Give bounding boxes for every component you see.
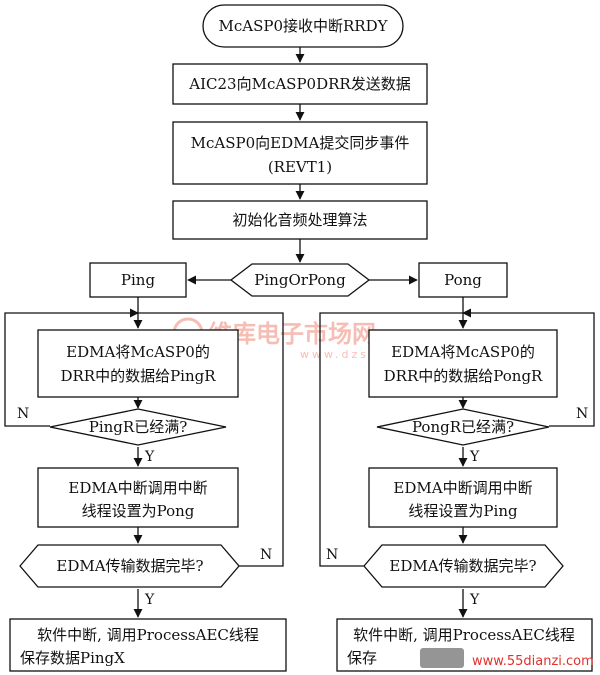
ping-interrupt-box: EDMA中断调用中断 线程设置为Pong [37,467,239,528]
arrow-pong-full-no-loop [462,308,595,427]
ping-interrupt-label-line2: 线程设置为Pong [82,502,195,520]
pong-full-no-flag: N [576,406,588,422]
pong-full-yes-flag: Y [469,449,480,465]
ping-label: Ping [121,271,156,289]
init-algorithm-shape [172,200,428,240]
start-terminator: McASP0接收中断RRDY [202,4,404,48]
ping-software-interrupt-box: 软件中断, 调用ProcessAEC线程 保存数据PingX [9,618,287,672]
arrow-ping-done-no-loop [138,312,284,567]
pong-interrupt-label-line2: 线程设置为Ping [408,502,518,520]
watermark-corner: www.55dianzi.com [420,648,594,669]
ping-edma-shape [37,329,239,398]
ping-transfer-done-decision: EDMA传输数据完毕? [19,544,240,588]
pong-interrupt-shape [368,467,558,528]
pong-interrupt-box: EDMA中断调用中断 线程设置为Ping [368,467,558,528]
pingorpong-shape [229,263,371,297]
pong-software-interrupt-shape [336,618,593,672]
ping-full-yes-flag: Y [144,449,155,465]
ping-edma-label-line1: EDMA将McASP0的 [66,343,210,361]
start-shape [202,4,404,48]
pong-full-label: PongR已经满? [412,418,514,436]
watermark-corner-url: www.55dianzi.com [472,654,594,669]
pong-interrupt-label-line1: EDMA中断调用中断 [393,479,532,497]
pong-box: Pong [418,262,508,298]
submit-event-box: McASP0向EDMA提交同步事件 (REVT1) [172,121,428,185]
pong-edma-label-line2: DRR中的数据给PongR [384,367,543,385]
pong-edma-label-line1: EDMA将McASP0的 [391,343,535,361]
pingorpong-label: PingOrPong [254,271,346,289]
pong-label: Pong [444,271,482,289]
aic23-send-box: AIC23向McASP0DRR发送数据 [172,63,428,105]
start-label: McASP0接收中断RRDY [218,17,388,35]
ping-software-interrupt-label-line2: 保存数据PingX [20,649,125,667]
connectors [4,47,595,618]
ping-edma-label-line2: DRR中的数据给PingR [60,367,216,385]
branch-flags: Y Y Y Y N N N N [17,406,588,608]
ping-done-no-flag: N [260,547,272,563]
submit-event-label-line1: McASP0向EDMA提交同步事件 [191,134,410,152]
pong-software-interrupt-box: 软件中断, 调用ProcessAEC线程 保存 [336,618,593,672]
pong-shape [418,262,508,298]
pingorpong-decision: PingOrPong [229,263,371,297]
pong-full-shape [376,408,550,446]
ping-full-no-flag: N [17,406,29,422]
ping-software-interrupt-label-line1: 软件中断, 调用ProcessAEC线程 [37,626,259,644]
ping-transfer-done-shape [19,544,240,588]
init-algorithm-box: 初始化音频处理算法 [172,200,428,240]
ping-interrupt-label-line1: EDMA中断调用中断 [68,479,207,497]
submit-event-label-line2: (REVT1) [268,158,332,176]
ping-box: Ping [89,262,187,298]
pong-transfer-done-shape [363,544,564,588]
submit-event-shape [172,121,428,185]
pong-done-no-flag: N [326,547,338,563]
pong-edma-box: EDMA将McASP0的 DRR中的数据给PongR [368,329,558,398]
ping-done-yes-flag: Y [144,592,155,608]
ping-full-decision: PingR已经满? [49,408,227,446]
arrow-ping-full-no-loop [4,308,139,427]
pong-edma-shape [368,329,558,398]
ping-software-interrupt-shape [9,618,287,672]
aic23-send-label: AIC23向McASP0DRR发送数据 [188,75,410,93]
ping-full-label: PingR已经满? [89,418,188,436]
pong-done-yes-flag: Y [469,592,480,608]
pong-software-interrupt-label-line1: 软件中断, 调用ProcessAEC线程 [353,626,575,644]
ping-shape [89,262,187,298]
ping-full-shape [49,408,227,446]
ping-edma-box: EDMA将McASP0的 DRR中的数据给PingR [37,329,239,398]
pong-full-decision: PongR已经满? [376,408,550,446]
pong-software-interrupt-label-line2: 保存 [347,649,377,667]
pong-transfer-done-label: EDMA传输数据完毕? [389,557,536,575]
ping-interrupt-shape [37,467,239,528]
ping-transfer-done-label: EDMA传输数据完毕? [56,557,203,575]
watermark-corner-logo-icon [420,648,464,668]
pong-transfer-done-decision: EDMA传输数据完毕? [363,544,564,588]
init-algorithm-label: 初始化音频处理算法 [232,211,367,229]
aic23-send-shape [172,63,428,105]
arrow-pong-done-no-loop [319,312,463,567]
